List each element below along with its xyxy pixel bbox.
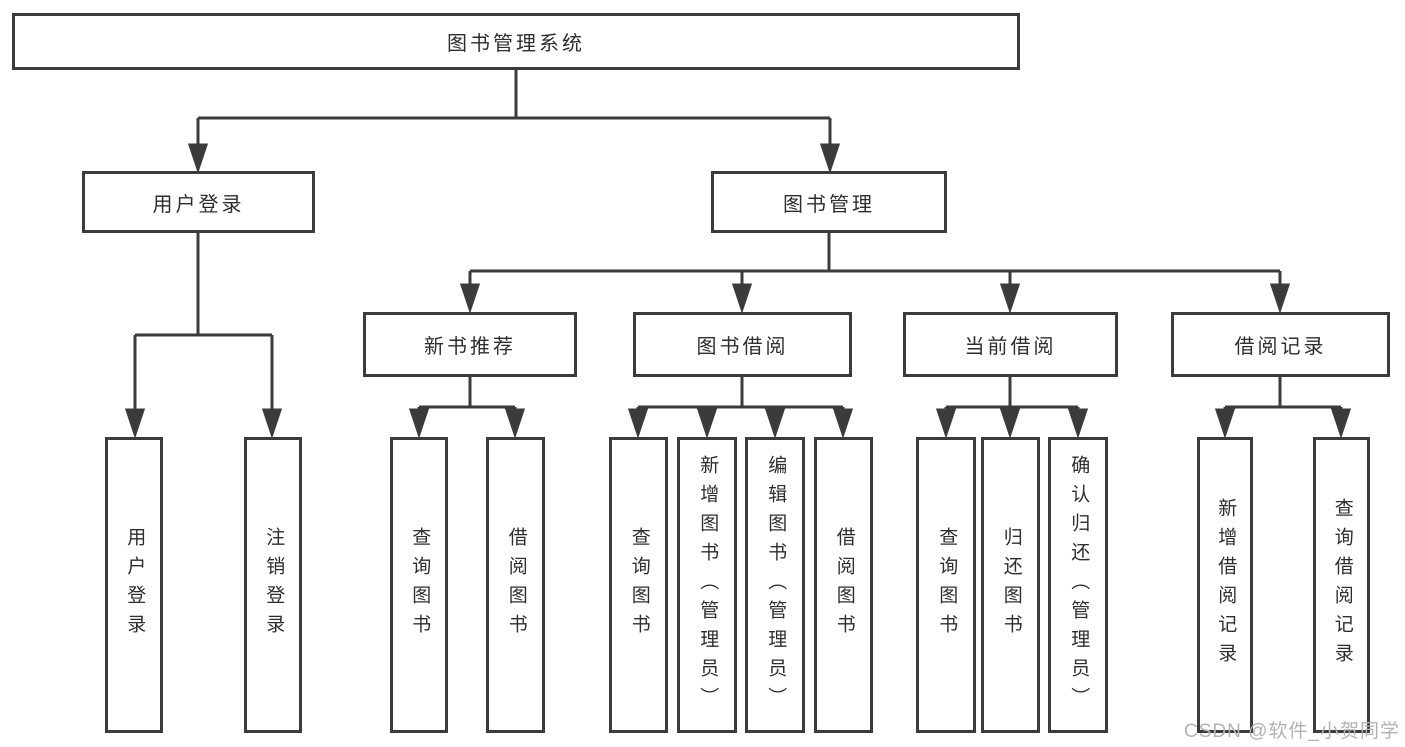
node-label: 借阅图书 — [505, 527, 527, 643]
arrow-down-icon — [999, 408, 1021, 439]
node-new-book-recommend: 新书推荐 — [363, 312, 577, 377]
connector-borrowing-records-children — [1214, 377, 1352, 439]
arrow-down-icon — [504, 408, 526, 439]
arrow-down-icon — [999, 283, 1021, 314]
watermark-text: CSDN @软件_小贺同学 — [1184, 721, 1400, 742]
arrow-down-icon — [124, 408, 146, 439]
node-label: 归还图书 — [1000, 527, 1022, 643]
arrow-down-icon — [627, 408, 649, 439]
node-label: 确认归还（管理员） — [1068, 454, 1090, 716]
node-label: 当前借阅 — [964, 336, 1057, 358]
node-label: 新增借阅记录 — [1215, 498, 1237, 672]
arrow-down-icon — [832, 408, 854, 439]
node-label: 借阅记录 — [1234, 336, 1327, 358]
node-query-books-borrowing: 查询图书 — [609, 437, 668, 733]
node-add-book-admin: 新增图书（管理员） — [677, 437, 737, 733]
connector-user-login-children — [124, 233, 283, 439]
node-return-book: 归还图书 — [981, 437, 1040, 733]
node-label: 编辑图书（管理员） — [765, 454, 787, 716]
node-label: 借阅图书 — [833, 527, 855, 643]
arrow-down-icon — [187, 143, 209, 174]
node-borrowing-records: 借阅记录 — [1171, 312, 1390, 377]
node-query-borrow-record: 查询借阅记录 — [1313, 437, 1370, 733]
node-borrow-books-borrowing: 借阅图书 — [814, 437, 873, 733]
node-user-login: 用户登录 — [82, 171, 315, 233]
arrow-down-icon — [1214, 408, 1236, 439]
node-edit-book-admin: 编辑图书（管理员） — [745, 437, 805, 733]
arrow-down-icon — [459, 283, 481, 314]
connector-current-borrowing-children — [935, 377, 1089, 439]
node-book-borrowing: 图书借阅 — [633, 312, 852, 377]
arrow-down-icon — [1067, 408, 1089, 439]
node-label: 用户登录 — [152, 193, 245, 216]
connector-root-to-level2 — [187, 70, 841, 174]
node-label: 查询借阅记录 — [1331, 498, 1353, 672]
node-label: 查询图书 — [628, 527, 650, 643]
node-label: 图书借阅 — [696, 336, 789, 358]
node-book-management: 图书管理 — [711, 171, 947, 233]
arrow-down-icon — [261, 408, 283, 439]
node-add-borrow-record: 新增借阅记录 — [1197, 437, 1253, 733]
node-confirm-return-admin: 确认归还（管理员） — [1048, 437, 1108, 733]
arrow-down-icon — [408, 408, 430, 439]
node-label: 查询图书 — [409, 527, 431, 643]
node-borrow-books-recommend: 借阅图书 — [486, 437, 545, 733]
node-current-borrowing: 当前借阅 — [903, 312, 1118, 377]
arrow-down-icon — [935, 408, 957, 439]
arrow-down-icon — [731, 283, 753, 314]
connector-new-book-recommend-children — [408, 377, 526, 439]
connector-book-borrowing-children — [627, 377, 854, 439]
connector-book-management-sections — [459, 233, 1291, 314]
node-label: 新书推荐 — [424, 336, 516, 358]
arrow-down-icon — [696, 408, 718, 439]
node-label: 注销登录 — [263, 527, 285, 643]
node-label: 图书管理系统 — [447, 33, 585, 55]
node-label: 图书管理 — [783, 193, 875, 216]
arrow-down-icon — [819, 143, 841, 174]
node-query-books-recommend: 查询图书 — [390, 437, 448, 733]
arrow-down-icon — [1269, 283, 1291, 314]
node-label: 查询图书 — [936, 527, 958, 643]
arrow-down-icon — [764, 408, 786, 439]
node-query-books-current: 查询图书 — [916, 437, 976, 733]
arrow-down-icon — [1330, 408, 1352, 439]
node-library-system: 图书管理系统 — [12, 13, 1020, 70]
node-label: 新增图书（管理员） — [697, 454, 719, 716]
node-logout-leaf: 注销登录 — [244, 437, 302, 733]
node-user-login-leaf: 用户登录 — [105, 437, 163, 733]
node-label: 用户登录 — [124, 527, 146, 643]
